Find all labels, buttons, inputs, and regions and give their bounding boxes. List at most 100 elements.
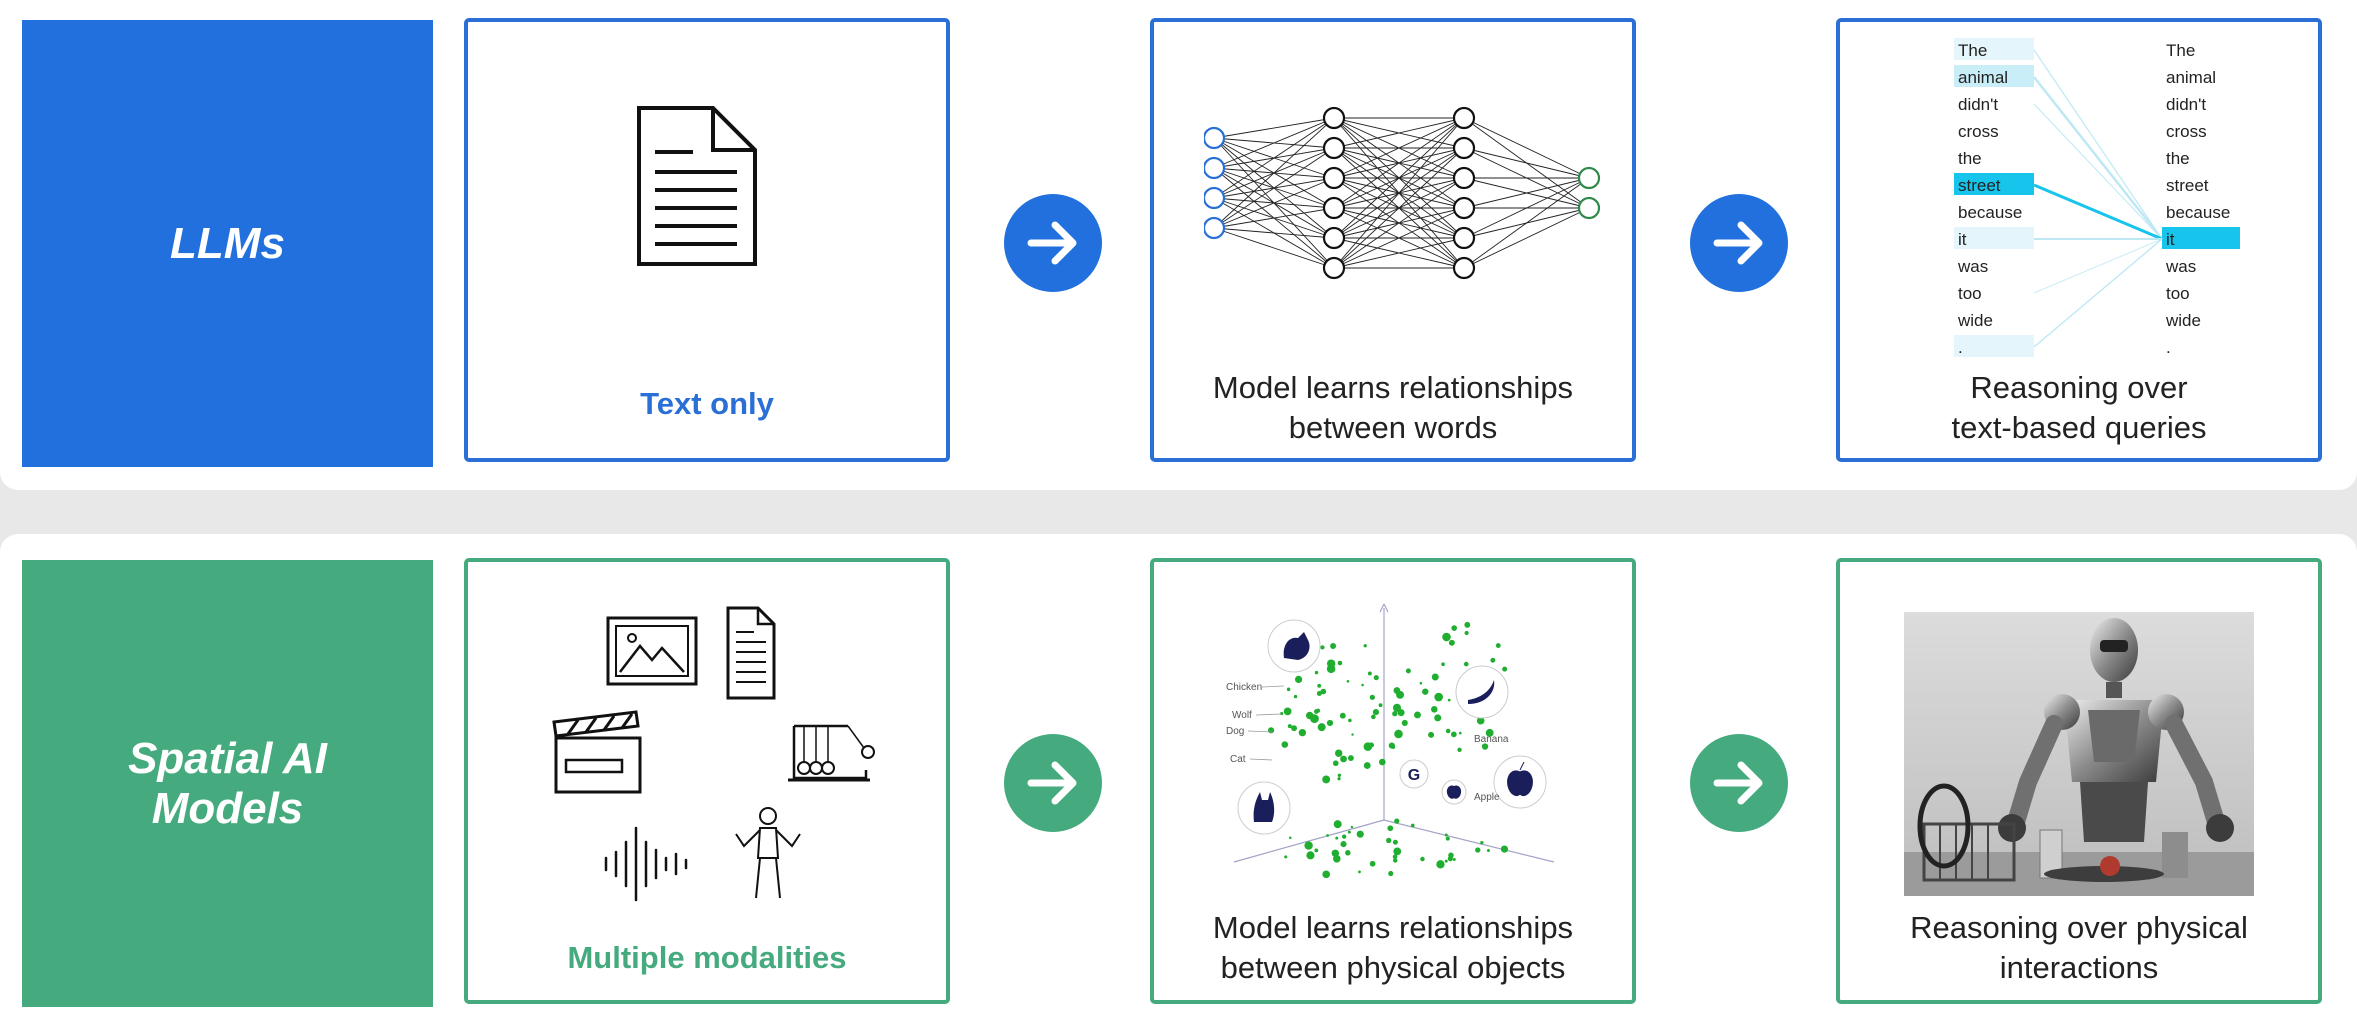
attention-link: [2033, 76, 2163, 240]
scatter-point: [1316, 690, 1322, 696]
scatter-point: [1371, 714, 1376, 720]
text-only-caption: Text only: [640, 386, 774, 421]
scatter-point: [1287, 724, 1292, 729]
scatter-point: [1267, 727, 1275, 734]
scatter-point: [1410, 823, 1415, 828]
document-icon: [726, 606, 776, 700]
scatter-point: [1475, 847, 1481, 853]
network-node: [1452, 136, 1476, 160]
arrow-right-icon: [1690, 734, 1788, 832]
scatter-point: [1293, 694, 1298, 699]
scatter-point: [1490, 657, 1496, 663]
attention-highlight: [2162, 227, 2240, 249]
attention-word-right: too: [2166, 284, 2190, 303]
scatter-point: [1388, 870, 1394, 877]
llm-row: LLMs Text only Model learns relationship…: [0, 0, 2357, 490]
scatter-point: [1486, 849, 1490, 853]
scatter-point: [1337, 773, 1342, 777]
scatter-point: [1481, 743, 1489, 750]
scatter-point: [1476, 716, 1485, 725]
mannequin-icon: [735, 807, 801, 899]
scatter-point: [1452, 858, 1456, 861]
scatter-point: [1441, 662, 1445, 667]
scatter-point: [1320, 688, 1327, 695]
scatter-point: [1363, 762, 1371, 769]
attention-word-left: it: [1958, 230, 1967, 249]
scatter-label: Wolf: [1232, 710, 1252, 721]
scatter-point: [1495, 643, 1501, 648]
network-node: [1577, 196, 1601, 220]
network-node: [1577, 166, 1601, 190]
arrow-right-icon: [1004, 194, 1102, 292]
scatter-point: [1401, 719, 1408, 726]
scatter-point: [1445, 728, 1451, 734]
embedding-scatter-3d: G Chicken Wolf Dog Cat Banana Apple: [1226, 603, 1555, 879]
reasoning-text-caption: Reasoning over text-based queries: [1951, 370, 2207, 445]
scatter-point: [1445, 836, 1450, 841]
scatter-point: [1326, 719, 1334, 727]
scatter-point: [1314, 670, 1319, 675]
scatter-point: [1392, 854, 1398, 860]
spatial-row: Spatial AI Models: [0, 534, 2357, 1024]
attention-highlight: [1954, 38, 2034, 60]
scatter-point: [1339, 712, 1346, 719]
scatter-point: [1356, 830, 1364, 838]
scatter-point: [1500, 845, 1509, 853]
scatter-point: [1393, 687, 1401, 694]
network-node: [1322, 166, 1346, 190]
neural-network-diagram: [1204, 106, 1601, 280]
arrow-right-icon: [1004, 734, 1102, 832]
attention-word-right: was: [2165, 257, 2196, 276]
chicken-icon: [1267, 619, 1321, 673]
scatter-point: [1334, 749, 1343, 757]
scatter-point: [1386, 837, 1392, 844]
attention-highlight: [1954, 65, 2034, 87]
attention-word-right: cross: [2166, 122, 2207, 141]
scatter-point: [1458, 731, 1462, 735]
audio-waveform-icon: [604, 826, 688, 902]
attention-highlight: [1954, 227, 2034, 249]
attention-highlight: [1954, 173, 2034, 195]
scatter-point: [1322, 870, 1331, 879]
relationships-card: Model learns relationships between words: [1150, 18, 1636, 462]
attention-word-left: was: [1957, 257, 1988, 276]
scatter-point: [1305, 711, 1314, 720]
scatter-point: [1444, 833, 1448, 837]
attention-visualization: Theanimaldidn'tcrossthestreetbecauseitwa…: [1954, 38, 2240, 357]
scatter-point: [1369, 860, 1376, 867]
network-node: [1452, 166, 1476, 190]
scatter-point: [1457, 747, 1462, 753]
scatter-point: [1392, 711, 1398, 717]
scatter-point: [1373, 675, 1379, 681]
attention-word-right: didn't: [2166, 95, 2206, 114]
spatial-label: Spatial AI Models: [22, 560, 433, 1007]
scatter-point: [1444, 859, 1448, 863]
network-node: [1204, 156, 1226, 180]
attention-word-left: cross: [1958, 122, 1999, 141]
scatter-label: Apple: [1474, 792, 1500, 803]
scatter-point: [1298, 728, 1307, 737]
network-node: [1452, 196, 1476, 220]
scatter-point: [1397, 709, 1405, 717]
scatter-point: [1372, 709, 1380, 716]
modality-icons: [552, 606, 875, 902]
scatter-point: [1351, 733, 1354, 736]
attention-word-left: .: [1958, 338, 1963, 357]
scatter-point: [1317, 683, 1322, 688]
scatter-point: [1420, 856, 1425, 862]
scatter-point: [1367, 671, 1372, 676]
scatter-point: [1502, 666, 1508, 672]
attention-word-right: animal: [2166, 68, 2216, 87]
scatter-point: [1335, 836, 1339, 840]
scatter-point: [1361, 683, 1364, 687]
attention-word-left: too: [1958, 284, 1982, 303]
scatter-point: [1317, 723, 1326, 732]
google-logo: G: [1399, 759, 1429, 789]
attention-word-left: the: [1958, 149, 1982, 168]
scatter-point: [1464, 630, 1469, 636]
document-icon: [637, 106, 757, 266]
scatter-point: [1345, 850, 1351, 856]
scatter-point: [1284, 855, 1288, 859]
scatter-point: [1378, 758, 1386, 766]
